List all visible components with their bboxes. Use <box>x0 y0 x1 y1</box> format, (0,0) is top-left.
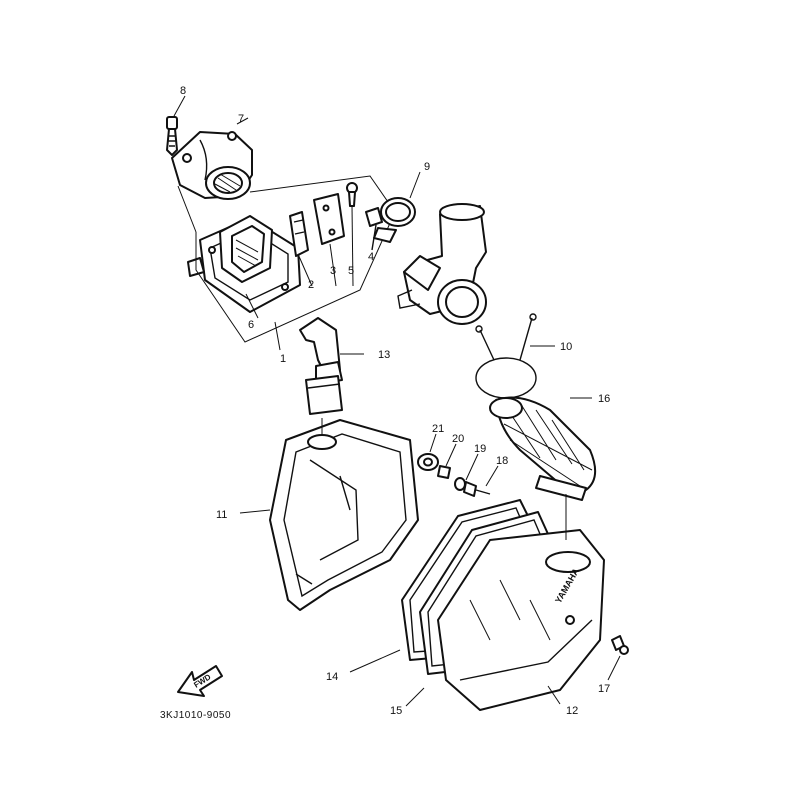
callout-2: 2 <box>308 279 314 291</box>
part-18-bolt <box>463 481 477 497</box>
leader-lines <box>173 95 621 707</box>
part-20-collar <box>437 465 451 479</box>
part-12-cover: YAMAHA <box>437 529 605 711</box>
part-9-clamp <box>373 197 416 243</box>
callout-7: 7 <box>238 113 244 125</box>
parts-18-21-fasteners <box>417 453 491 497</box>
callout-18: 18 <box>496 455 508 467</box>
callout-labels: 1 2 3 4 5 6 7 8 9 10 11 12 13 14 15 16 1… <box>180 85 610 717</box>
callout-21: 21 <box>432 423 444 435</box>
part-16-filter-element <box>489 396 597 501</box>
part-11-case <box>269 419 419 611</box>
callout-17: 17 <box>598 683 610 695</box>
callout-13: 13 <box>378 349 390 361</box>
part-10-spring-clip <box>475 313 537 399</box>
part-2-reed-petal <box>289 211 309 257</box>
callout-4: 4 <box>368 251 374 263</box>
callout-20: 20 <box>452 433 464 445</box>
carburetor <box>397 203 487 325</box>
parts-group-bracket <box>195 205 396 343</box>
part-5-screw <box>346 182 358 207</box>
part-13-duct <box>299 317 343 415</box>
part-3-stopper <box>313 193 345 245</box>
callout-6: 6 <box>248 319 254 331</box>
callout-11: 11 <box>216 509 227 521</box>
part-19-washer <box>454 477 466 491</box>
callout-14: 14 <box>326 671 338 683</box>
part-8-bolt <box>166 116 178 156</box>
callout-12: 12 <box>566 705 578 717</box>
diagram-code: 3KJ1010-9050 <box>160 710 231 721</box>
part-1-reed-block <box>219 215 273 283</box>
callout-1: 1 <box>280 353 286 365</box>
part-17-screw <box>611 635 629 655</box>
callout-9: 9 <box>424 161 430 173</box>
callout-19: 19 <box>474 443 486 455</box>
part-7-housing <box>171 131 253 200</box>
fwd-arrow-icon: FWD <box>177 665 223 697</box>
callout-5: 5 <box>348 265 354 277</box>
callout-15: 15 <box>390 705 402 717</box>
callout-10: 10 <box>560 341 572 353</box>
part-4-clamp-screw <box>365 207 383 251</box>
callout-3: 3 <box>330 265 336 277</box>
callout-8: 8 <box>180 85 186 97</box>
callout-16: 16 <box>598 393 610 405</box>
